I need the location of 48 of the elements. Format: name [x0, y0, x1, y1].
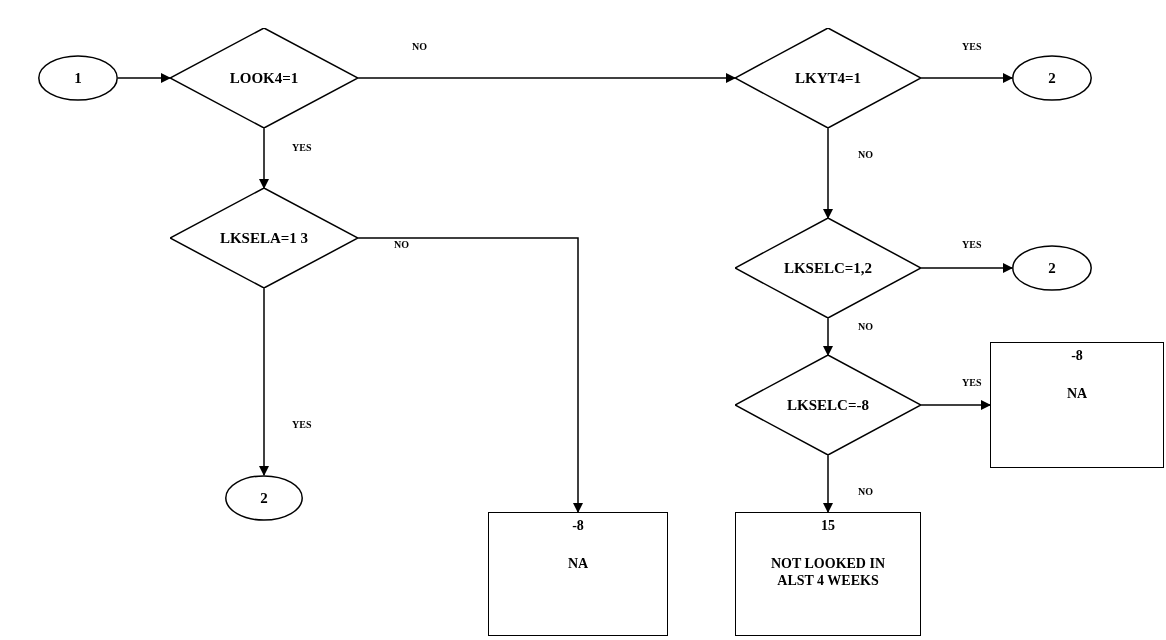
edge-label: YES: [290, 420, 314, 430]
node-label: NA: [1065, 384, 1089, 402]
arrow: [357, 73, 736, 83]
edge-label: NO: [856, 150, 875, 160]
node-label: LOOK4=1: [229, 68, 299, 88]
node-label: LKSELA=1 3: [219, 228, 309, 248]
node-label: 1: [74, 68, 82, 88]
node-label: LKSELC=-8: [787, 395, 869, 415]
arrow: [259, 127, 269, 189]
edge-label: NO: [856, 322, 875, 332]
decision-diamond: [735, 218, 921, 318]
arrow: [823, 317, 833, 356]
process-box: [735, 512, 921, 636]
connector-oval: [38, 55, 118, 101]
arrow: [823, 454, 833, 513]
arrow: [823, 127, 833, 219]
decision-diamond: [735, 355, 921, 455]
node-label: LKYT4=1: [794, 68, 862, 88]
code-number: -8: [571, 517, 585, 535]
edge-label: YES: [960, 42, 984, 52]
arrow: [920, 73, 1013, 83]
connector-oval: [1012, 55, 1092, 101]
node-label: NA: [566, 554, 590, 572]
arrow: [117, 73, 171, 83]
node-label: 2: [260, 488, 268, 508]
arrow: [920, 400, 991, 410]
edge-label: NO: [392, 240, 411, 250]
decision-diamond: [170, 28, 358, 128]
edge-label: NO: [410, 42, 429, 52]
process-box: [488, 512, 668, 636]
decision-diamond: [735, 28, 921, 128]
node-label: 2: [1048, 258, 1056, 278]
edge-label: YES: [960, 240, 984, 250]
code-number: 15: [820, 517, 836, 535]
decision-diamond: [170, 188, 358, 288]
edge-label: YES: [960, 378, 984, 388]
node-label: LKSELC=1,2: [783, 258, 873, 278]
arrow: [920, 263, 1013, 273]
edge-label: YES: [290, 143, 314, 153]
node-label: 2: [1048, 68, 1056, 88]
code-number: -8: [1070, 347, 1084, 365]
node-label: NOT LOOKED IN ALST 4 WEEKS: [769, 554, 887, 590]
arrow: [357, 237, 583, 513]
arrow: [259, 287, 269, 476]
connector-oval: [1012, 245, 1092, 291]
process-box: [990, 342, 1164, 468]
connector-oval: [225, 475, 303, 521]
edge-label: NO: [856, 487, 875, 497]
